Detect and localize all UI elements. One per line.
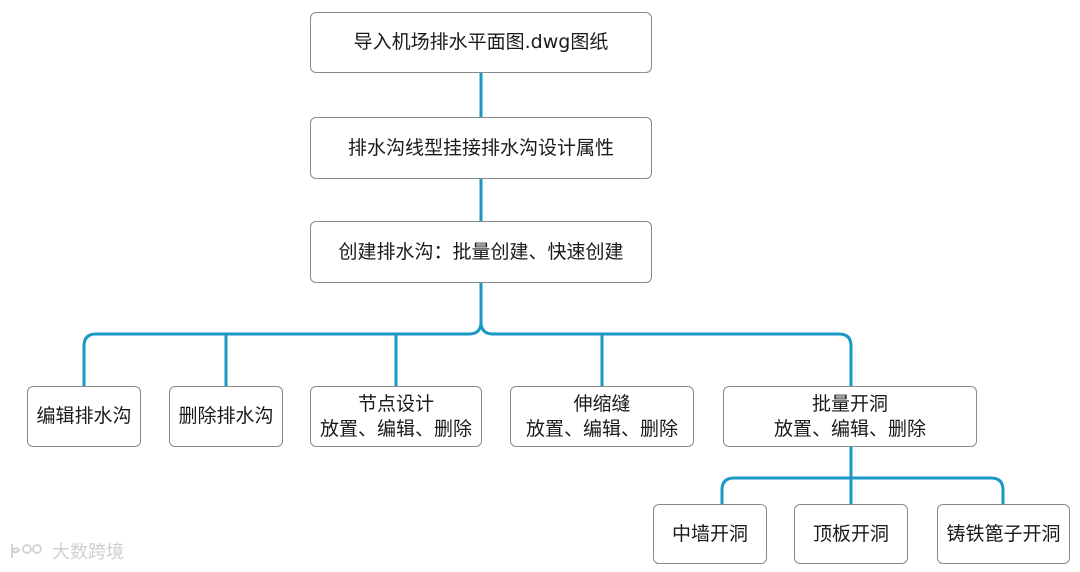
node-grate-hole: 铸铁篦子开洞: [937, 504, 1070, 564]
watermark: 大数跨境: [8, 538, 124, 564]
node-batch-hole: 批量开洞 放置、编辑、删除: [723, 386, 977, 447]
watermark-text: 大数跨境: [52, 542, 124, 563]
node-edit-drain-label: 编辑排水沟: [36, 405, 132, 428]
node-batch-hole-title: 批量开洞: [811, 392, 888, 415]
node-create-drain: 创建排水沟：批量创建、快速创建: [310, 221, 652, 283]
node-delete-drain-label: 删除排水沟: [178, 405, 274, 428]
node-edit-drain: 编辑排水沟: [27, 386, 141, 447]
node-delete-drain: 删除排水沟: [169, 386, 283, 447]
node-top-hole: 顶板开洞: [794, 504, 908, 564]
node-node-design-actions: 放置、编辑、删除: [319, 417, 472, 440]
watermark-logo-icon: [11, 544, 42, 558]
node-wall-hole: 中墙开洞: [653, 504, 767, 564]
node-top-hole-label: 顶板开洞: [812, 522, 889, 545]
node-expansion-joint-actions: 放置、编辑、删除: [525, 417, 678, 440]
node-attach-properties: 排水沟线型挂接排水沟设计属性: [310, 117, 652, 179]
connector-batch-children: [720, 445, 1005, 506]
connector-create-branches: [82, 281, 853, 388]
node-import-drawing-label: 导入机场排水平面图.dwg图纸: [353, 31, 609, 54]
node-node-design: 节点设计 放置、编辑、删除: [310, 386, 482, 447]
node-create-drain-label: 创建排水沟：批量创建、快速创建: [338, 240, 624, 263]
node-expansion-joint: 伸缩缝 放置、编辑、删除: [510, 386, 694, 447]
node-attach-properties-label: 排水沟线型挂接排水沟设计属性: [347, 136, 614, 159]
node-import-drawing: 导入机场排水平面图.dwg图纸: [310, 12, 652, 73]
node-node-design-title: 节点设计: [357, 392, 434, 415]
node-wall-hole-label: 中墙开洞: [671, 522, 748, 545]
node-grate-hole-label: 铸铁篦子开洞: [946, 522, 1061, 545]
node-expansion-joint-title: 伸缩缝: [573, 392, 631, 415]
node-batch-hole-actions: 放置、编辑、删除: [773, 417, 926, 440]
